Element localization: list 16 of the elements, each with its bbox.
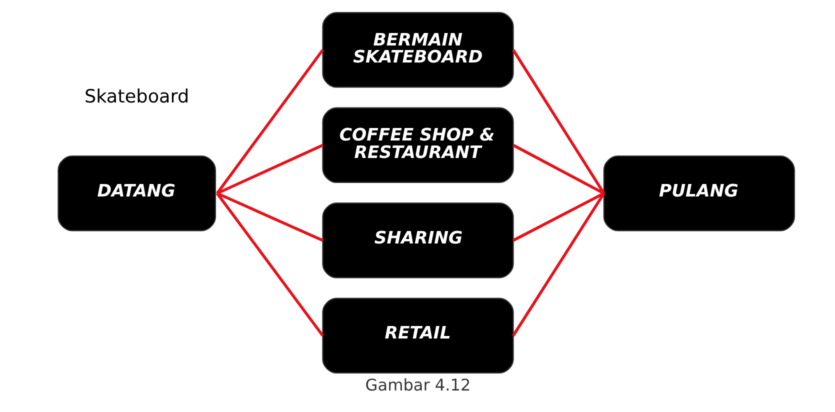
connector bbox=[512, 192, 604, 242]
node-box: BERMAIN SKATEBOARD bbox=[322, 12, 514, 88]
connector bbox=[512, 49, 605, 194]
node-box: DATANG bbox=[57, 156, 216, 232]
connector bbox=[216, 192, 323, 242]
connector bbox=[512, 144, 604, 195]
connector bbox=[216, 144, 323, 195]
connector bbox=[216, 192, 324, 337]
connector bbox=[512, 192, 605, 336]
caption: Gambar 4.12 bbox=[364, 375, 470, 394]
connector bbox=[216, 49, 324, 194]
node-box: RETAIL bbox=[322, 298, 514, 374]
node-box: PULANG bbox=[602, 156, 794, 232]
node-box: SHARING bbox=[322, 202, 514, 278]
label: Skateboard bbox=[84, 86, 189, 108]
node-box: COFFEE SHOP & RESTAURANT bbox=[322, 107, 514, 184]
